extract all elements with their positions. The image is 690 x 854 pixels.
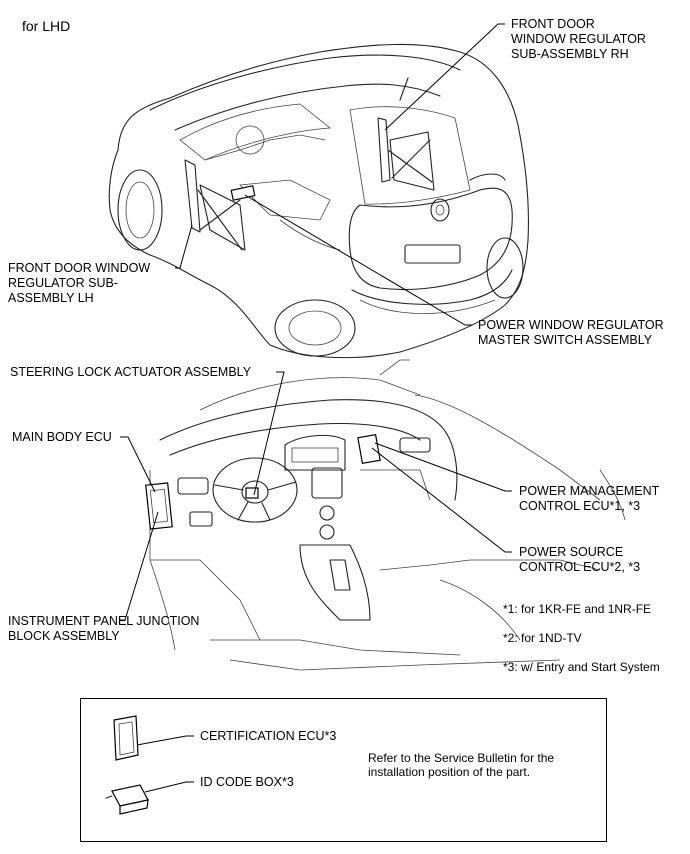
label-line: SUB-ASSEMBLY RH <box>511 47 629 61</box>
leader-lines <box>120 23 512 621</box>
vehicle-illustration <box>108 43 529 359</box>
note-line: Refer to the Service Bulletin for the <box>368 751 555 765</box>
label-line: INSTRUMENT PANEL JUNCTION <box>8 614 200 628</box>
label-power-source-ecu: POWER SOURCE CONTROL ECU*2, *3 <box>519 545 640 575</box>
label-line: WINDOW REGULATOR <box>511 32 646 46</box>
label-front-door-rh: FRONT DOOR WINDOW REGULATOR SUB-ASSEMBLY… <box>511 17 646 62</box>
label-line: ASSEMBLY LH <box>8 291 94 305</box>
footnote-1: *1: for 1KR-FE and 1NR-FE <box>503 602 652 616</box>
footnote-3: *3: w/ Entry and Start System <box>503 660 660 674</box>
label-line: CONTROL ECU*2, *3 <box>519 560 641 574</box>
label-line: POWER MANAGEMENT <box>519 484 660 498</box>
label-id-code-box: ID CODE BOX*3 <box>200 775 294 789</box>
label-line: POWER SOURCE <box>519 545 624 559</box>
label-front-door-lh: FRONT DOOR WINDOW REGULATOR SUB- ASSEMBL… <box>8 261 150 306</box>
reference-parts <box>105 715 194 815</box>
label-main-body-ecu: MAIN BODY ECU <box>12 430 112 444</box>
label-power-management-ecu: POWER MANAGEMENT CONTROL ECU*1, *3 <box>519 484 659 514</box>
label-steering-lock: STEERING LOCK ACTUATOR ASSEMBLY <box>10 365 252 379</box>
reference-box <box>80 698 607 842</box>
label-line: REGULATOR SUB- <box>8 276 118 290</box>
dashboard-illustration <box>145 359 626 671</box>
label-line: BLOCK ASSEMBLY <box>8 629 120 643</box>
footnote-2: *2: for 1ND-TV <box>503 631 582 645</box>
label-junction-block: INSTRUMENT PANEL JUNCTION BLOCK ASSEMBLY <box>8 614 199 644</box>
note-line: installation position of the part. <box>368 765 531 779</box>
label-certification-ecu: CERTIFICATION ECU*3 <box>200 729 337 743</box>
reference-note: Refer to the Service Bulletin for the in… <box>368 751 554 779</box>
label-line: CONTROL ECU*1, *3 <box>519 499 641 513</box>
label-line: MASTER SWITCH ASSEMBLY <box>478 333 653 347</box>
label-line: FRONT DOOR WINDOW <box>8 261 151 275</box>
label-line: FRONT DOOR <box>511 17 595 31</box>
variant-label: for LHD <box>22 18 71 34</box>
label-master-switch: POWER WINDOW REGULATOR MASTER SWITCH ASS… <box>478 318 664 348</box>
label-line: POWER WINDOW REGULATOR <box>478 318 664 332</box>
